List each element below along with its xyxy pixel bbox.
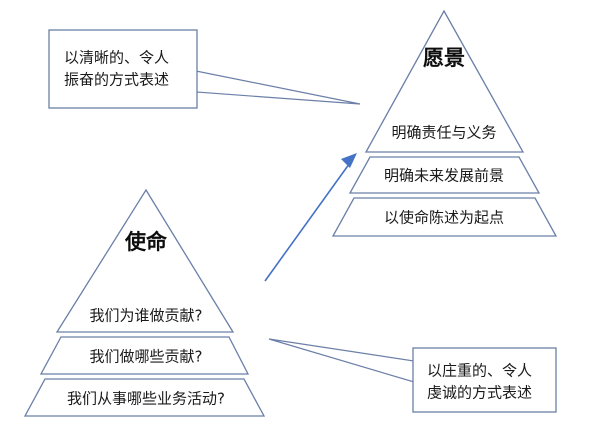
mission-band-2-label: 我们做哪些贡献? [90,348,203,366]
mission-pyramid: 使命 我们为谁做贡献? 我们做哪些贡献? 我们从事哪些业务活动? [23,188,266,417]
vision-band-2-shape [348,156,541,194]
arrow-head-icon [341,153,357,168]
vision-band-1-label: 明确责任与义务 [391,124,496,142]
mission-callout-line-1: 以庄重的、令人 [427,362,532,380]
vision-callout: 以清晰的、令人 振奋的方式表述 [48,29,361,109]
vision-band-3-label: 以使命陈述为起点 [384,209,504,227]
vision-band-3-shape [331,197,558,237]
mission-callout-box [412,347,557,413]
mission-band-3-shape [23,378,266,417]
mission-band-1-shape [55,188,235,333]
mission-title: 使命 [124,230,168,254]
vision-title: 愿景 [423,46,465,70]
vision-callout-tail [195,70,361,105]
mission-to-vision-arrow [264,153,357,282]
mission-callout: 以庄重的、令人 虔诚的方式表述 [268,338,557,413]
vision-callout-line-2: 振奋的方式表述 [64,71,169,89]
vision-band-2-label: 明确未来发展前景 [384,167,504,185]
vision-callout-line-1: 以清晰的、令人 [64,49,169,67]
mission-callout-line-2: 虔诚的方式表述 [427,384,532,402]
vision-callout-box [48,29,198,109]
mission-band-1-label: 我们为谁做贡献? [90,307,203,325]
vision-band-1-shape [364,9,525,153]
mission-band-2-shape [39,336,250,375]
vision-pyramid: 愿景 明确责任与义务 明确未来发展前景 以使命陈述为起点 [331,9,558,237]
mission-callout-tail [268,338,415,383]
mission-band-3-label: 我们从事哪些业务活动? [67,390,225,408]
